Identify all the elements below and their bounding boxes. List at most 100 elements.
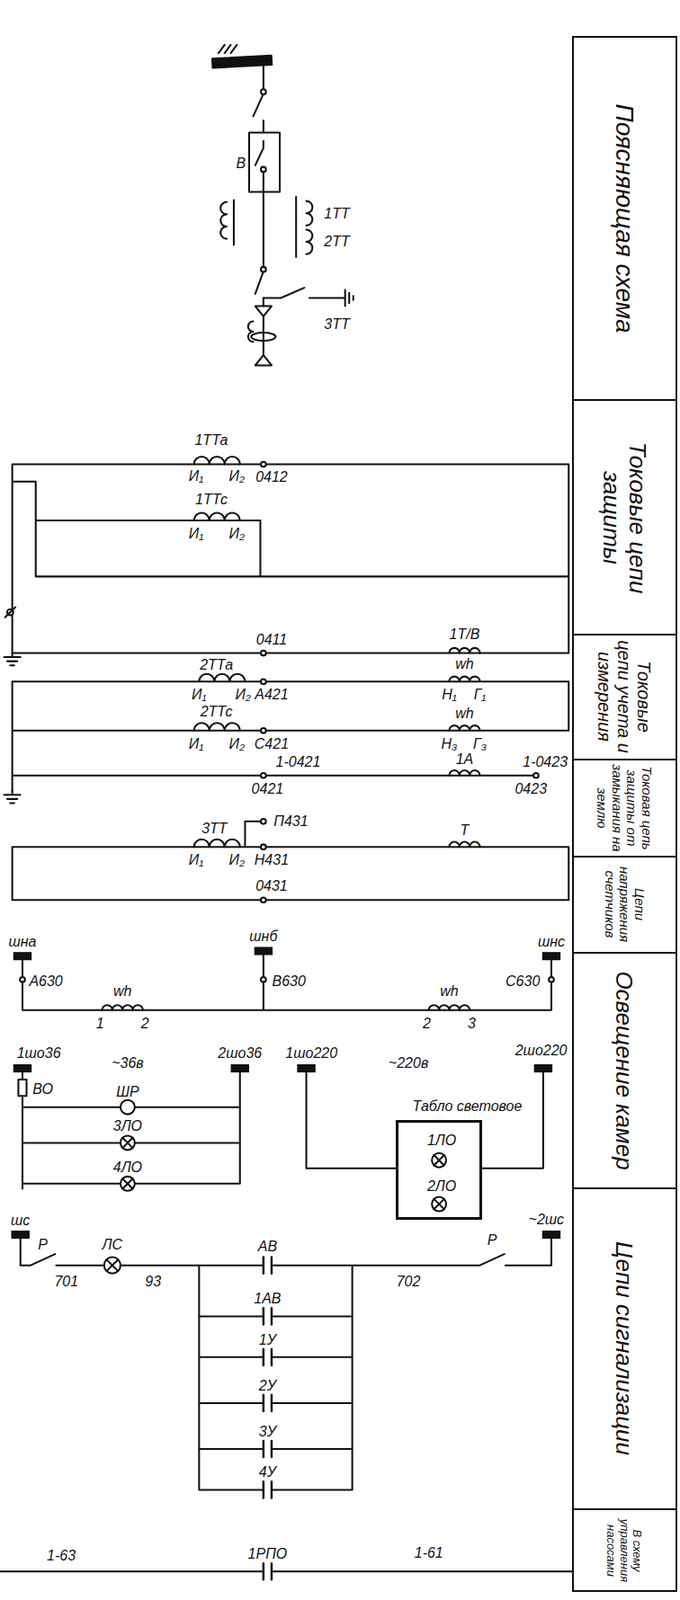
ground-symbol	[4, 791, 21, 805]
wire	[12, 465, 570, 654]
circuit-label: И₂	[233, 688, 252, 703]
circuit-label: А421	[253, 688, 289, 703]
circuit-label: 2шо220	[514, 1044, 569, 1059]
lamp-symbol	[107, 1260, 118, 1271]
circuit-label: 1АВ	[252, 1292, 282, 1307]
wire	[0, 1239, 573, 1573]
earthing-switch-symbol	[263, 287, 354, 306]
wire	[22, 956, 552, 1012]
lamp-symbol	[431, 1154, 447, 1169]
circuit-label: А630	[27, 975, 63, 990]
circuit-label: Г₃	[472, 737, 488, 752]
circuit-label: шна	[7, 935, 37, 950]
circuit-label: 3ТТ	[200, 822, 228, 837]
circuit-label: В630	[271, 975, 307, 990]
section-band: Токовые цепи учета и измерения	[572, 634, 678, 761]
section-band: Цепи напряжения счетчиков	[572, 856, 678, 956]
lamp-symbol	[122, 1179, 133, 1190]
terminal-point	[260, 844, 267, 850]
lamp-symbols	[104, 1136, 447, 1274]
circuit-label: 93	[143, 1275, 162, 1290]
terminal-block	[542, 1231, 561, 1240]
cable-end-symbol	[255, 306, 272, 367]
fuse-symbol	[17, 1080, 27, 1097]
section-band: В схему управления насосами	[572, 1509, 678, 1593]
terminal-block	[534, 1064, 553, 1074]
circuit-label: ВО	[31, 1082, 54, 1098]
circuit-label: Р	[36, 1238, 49, 1253]
circuit-label: АВ	[257, 1240, 278, 1255]
circuit-label: 1Т/В	[448, 627, 482, 643]
terminal-block	[13, 1064, 32, 1074]
circuit-label: 1РПО	[247, 1547, 289, 1563]
circuit-label: шс	[9, 1214, 31, 1229]
terminal-point	[260, 977, 267, 984]
circuit-label: ЛС	[101, 1238, 125, 1253]
terminal-point	[548, 977, 555, 984]
circuit-label: 3	[466, 1017, 477, 1032]
circuit-label: 1ТТс	[194, 492, 229, 508]
circuit-label: 702	[395, 1275, 422, 1290]
terminal-point	[260, 728, 267, 734]
current-transformer-symbol	[295, 196, 313, 258]
lamp-symbol	[120, 1177, 135, 1192]
circuit-label: 1шо36	[16, 1046, 63, 1062]
section-title: Цепи напряжения счетчиков	[601, 861, 647, 950]
panel-heading: Табло световое	[411, 1100, 524, 1115]
terminal-point	[19, 977, 26, 984]
terminal-points	[19, 462, 555, 984]
circuit-label: 1-61	[413, 1547, 445, 1562]
lamp-label: 2ЛО	[426, 1180, 457, 1195]
circuit-label: ~220в	[387, 1056, 430, 1072]
section-title: Токовые цепи учета и измерения	[594, 639, 654, 755]
terminal-blocks	[10, 947, 561, 1240]
circuit-label: 0411	[255, 633, 288, 648]
circuit-label: Г₁	[473, 688, 488, 703]
circuit-label: 2	[421, 1017, 432, 1032]
busbar-hatch	[218, 44, 237, 54]
current-transformer-symbol	[220, 200, 234, 246]
section-title: Токовые цепи защиты	[599, 404, 651, 631]
circuit-label: 1шо220	[284, 1046, 339, 1062]
section-title: Цепи сигнализации	[611, 1192, 638, 1506]
circuit-label: 701	[53, 1275, 80, 1290]
circuit-label: шнс	[536, 935, 566, 950]
circuit-label: 3У	[258, 1425, 278, 1441]
circuit-label: wh	[438, 984, 459, 1000]
circuit-label: 1ТТ	[322, 206, 350, 222]
wire	[12, 681, 570, 791]
terminal-point	[260, 897, 267, 904]
lamp-label: 1ЛО	[426, 1134, 457, 1149]
socket-symbol	[120, 1100, 135, 1116]
circuit-label: 2ТТа	[198, 658, 234, 673]
section-band: Токовые цепи защиты	[572, 399, 678, 636]
terminal-point	[260, 679, 267, 685]
circuit-label: И₂	[228, 527, 247, 542]
circuit-label: ШР	[115, 1085, 140, 1101]
contact-dot	[260, 267, 267, 273]
lamp-symbol	[122, 1138, 133, 1149]
terminal-point	[260, 773, 267, 779]
circuit-label: И₂	[228, 853, 247, 868]
circuit-label: 0421	[250, 782, 286, 797]
circuit-label: В	[235, 156, 248, 171]
circuit-label: 2У	[258, 1379, 278, 1395]
circuit-label: 3ТТ	[322, 317, 350, 332]
circuit-label: ~2шс	[527, 1213, 566, 1228]
circuit-label: С421	[253, 737, 290, 752]
circuit-label: 1-0423	[521, 755, 569, 770]
circuit-label: 2ТТ	[322, 234, 350, 250]
ground-symbol	[4, 653, 21, 667]
zero-sequence-ct-symbol	[250, 332, 276, 341]
terminal-block	[231, 1064, 250, 1074]
circuit-label: Н₃	[440, 737, 459, 752]
terminal-block	[542, 952, 561, 961]
section-band: Поясняющая схема	[572, 35, 678, 402]
circuit-label: 2ТТс	[199, 705, 234, 720]
drawing-group	[0, 44, 573, 1581]
lamp-symbol	[433, 1155, 444, 1166]
section-band: Цепи сигнализации	[572, 1188, 678, 1513]
lamp-symbol	[104, 1258, 121, 1275]
circuit-label: 1-63	[45, 1549, 77, 1565]
section-title: Освещение камер	[611, 957, 638, 1184]
